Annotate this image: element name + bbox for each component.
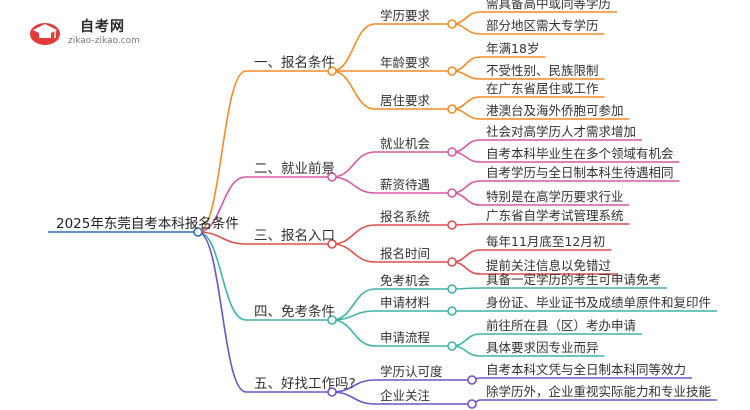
leaf-node: 具体要求因专业而异 xyxy=(486,340,599,355)
topic-node: 企业关注 xyxy=(380,388,431,403)
leaf-node: 港澳台及海外侨胞可参加 xyxy=(486,103,624,118)
topic-node: 报名系统 xyxy=(380,209,431,224)
leaf-node: 除学历外，企业重视实际能力和专业技能 xyxy=(486,384,712,399)
topic-node: 学历认可度 xyxy=(380,364,443,379)
branch-to-topic-connector xyxy=(331,243,376,263)
leaf-node: 身份证、毕业证书及成绩单原件和复印件 xyxy=(486,295,712,310)
branch-to-topic-connector xyxy=(331,70,376,110)
branch-collapse-handle[interactable] xyxy=(327,66,337,76)
topic-collapse-handle[interactable] xyxy=(447,220,457,230)
topic-node: 学历要求 xyxy=(380,8,431,23)
topic-collapse-handle[interactable] xyxy=(467,375,477,385)
topic-collapse-handle[interactable] xyxy=(467,399,477,409)
logo-title: 自考网 xyxy=(80,19,125,35)
branch-collapse-handle[interactable] xyxy=(327,387,337,397)
branch-node: 三、报名入口 xyxy=(254,228,335,244)
branch-node: 二、就业前景 xyxy=(254,161,335,177)
topic-node: 免考机会 xyxy=(380,273,431,288)
branch-node: 五、好找工作吗? xyxy=(254,376,356,392)
topic-collapse-handle[interactable] xyxy=(447,104,457,114)
topic-node: 报名时间 xyxy=(380,246,431,261)
branch-to-topic-connector xyxy=(331,176,376,194)
leaf-node: 广东省自学考试管理系统 xyxy=(486,208,624,223)
leaf-node: 需具备高中或同等学历 xyxy=(486,0,612,11)
leaf-node: 自考本科文凭与全日制本科同等效力 xyxy=(486,362,687,377)
branch-collapse-handle[interactable] xyxy=(327,239,337,249)
branch-node: 一、报名条件 xyxy=(254,55,335,71)
root-collapse-handle[interactable] xyxy=(193,227,203,237)
leaf-node: 提前关注信息以免错过 xyxy=(486,258,612,273)
branch-to-topic-connector xyxy=(331,319,376,347)
leaf-node: 每年11月底至12月初 xyxy=(486,234,606,249)
leaf-node: 自考本科毕业生在多个领域有机会 xyxy=(486,146,674,161)
topic-node: 申请材料 xyxy=(380,295,431,310)
topic-collapse-handle[interactable] xyxy=(447,284,457,294)
root-to-branch-connector xyxy=(197,231,247,245)
topic-collapse-handle[interactable] xyxy=(447,188,457,198)
topic-collapse-handle[interactable] xyxy=(447,66,457,76)
branch-collapse-handle[interactable] xyxy=(327,315,337,325)
leaf-node: 特别是在高学历要求行业 xyxy=(486,189,624,204)
topic-node: 申请流程 xyxy=(380,330,431,345)
topic-collapse-handle[interactable] xyxy=(447,19,457,29)
topic-node: 年龄要求 xyxy=(380,55,431,70)
topic-node: 薪资待遇 xyxy=(380,177,431,192)
leaf-node: 具备一定学历的考生可申请免考 xyxy=(486,272,662,287)
root-to-branch-connector xyxy=(197,231,247,393)
topic-collapse-handle[interactable] xyxy=(447,306,457,316)
topic-collapse-handle[interactable] xyxy=(447,147,457,157)
branch-to-topic-connector xyxy=(331,151,376,178)
topic-collapse-handle[interactable] xyxy=(447,341,457,351)
leaf-node: 社会对高学历人才需求增加 xyxy=(486,124,637,139)
leaf-node: 在广东省居住或工作 xyxy=(486,81,599,96)
branch-to-topic-connector xyxy=(331,23,376,72)
root-to-branch-connector xyxy=(197,70,247,233)
root-node: 2025年东莞自考本科报名条件 xyxy=(56,216,239,232)
logo-url: zikao-zikao.com xyxy=(68,36,140,46)
branch-node: 四、免考条件 xyxy=(254,304,335,320)
topic-node: 就业机会 xyxy=(380,136,431,151)
root-to-branch-connector xyxy=(197,231,247,321)
root-to-branch-connector xyxy=(197,176,247,233)
leaf-node: 年满18岁 xyxy=(486,41,540,56)
leaf-node: 自考学历与全日制本科生待遇相同 xyxy=(486,165,674,180)
topic-node: 居住要求 xyxy=(380,93,431,108)
leaf-node: 不受性别、民族限制 xyxy=(486,63,599,78)
topic-collapse-handle[interactable] xyxy=(447,257,457,267)
branch-to-topic-connector xyxy=(331,391,376,405)
site-logo[interactable]: 自考网 zikao-zikao.com xyxy=(28,14,178,50)
graduation-cap-icon xyxy=(30,23,60,45)
leaf-node: 部分地区需大专学历 xyxy=(486,18,599,33)
leaf-node: 前往所在县（区）考办申请 xyxy=(486,318,637,333)
branch-to-topic-connector xyxy=(331,224,376,245)
branch-collapse-handle[interactable] xyxy=(327,172,337,182)
